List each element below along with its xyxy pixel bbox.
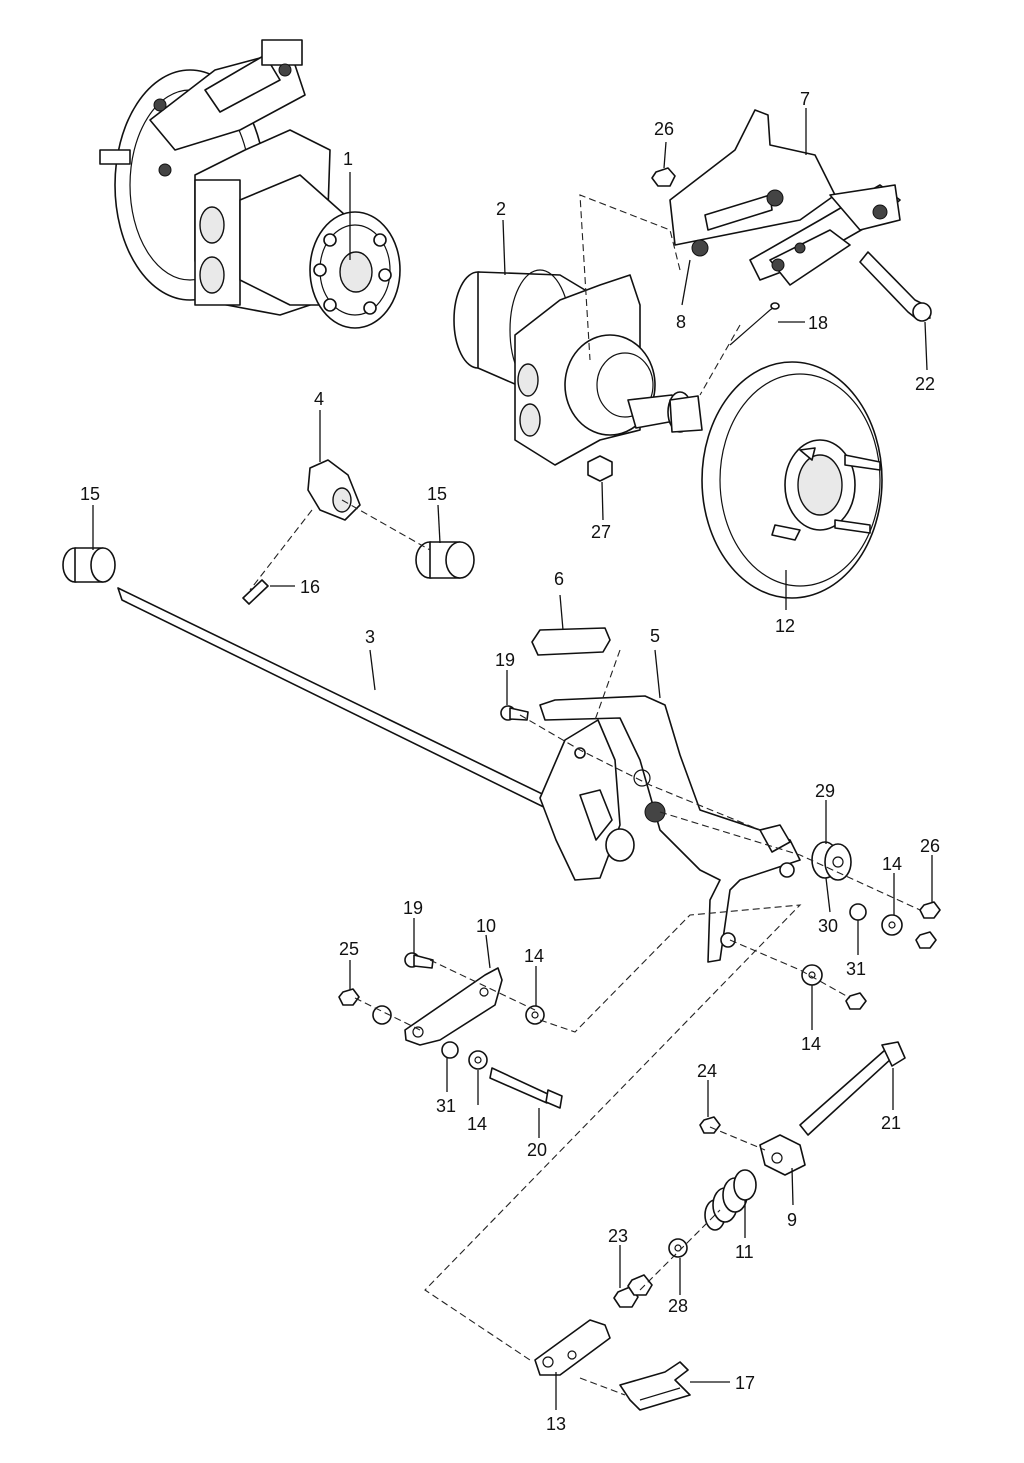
cotter-pin-18 — [729, 305, 777, 346]
callout-31-left: 31 — [436, 1096, 456, 1116]
callout-16: 16 — [300, 577, 320, 597]
callout-11: 11 — [735, 1242, 754, 1262]
assembly-lines — [249, 194, 921, 1396]
bolt-20 — [489, 1067, 563, 1109]
nut-27 — [587, 455, 613, 482]
callout-14-left: 14 — [467, 1114, 487, 1134]
callout-21: 21 — [881, 1113, 901, 1133]
callout-3: 3 — [365, 627, 375, 647]
washer-14-right-upper — [881, 914, 903, 936]
callout-17: 17 — [735, 1373, 755, 1393]
callout-31-right: 31 — [846, 959, 866, 979]
nut-26-upper — [651, 167, 676, 187]
washer-14-left — [468, 1050, 488, 1070]
callout-14-right-upper: 14 — [882, 854, 902, 874]
hydraulic-motor — [453, 269, 703, 466]
washer-28 — [668, 1238, 688, 1258]
callout-6: 6 — [554, 569, 564, 589]
clip-17 — [619, 1361, 691, 1411]
shaft-3 — [117, 587, 566, 816]
callout-20: 20 — [527, 1140, 547, 1160]
callout-28: 28 — [668, 1296, 688, 1316]
callout-14-right-lower: 14 — [801, 1034, 821, 1054]
pedal-lever-5 — [539, 695, 801, 963]
clevis-13 — [534, 1319, 611, 1376]
washer-14-mid — [525, 1005, 545, 1025]
callout-5: 5 — [650, 626, 660, 646]
callout-7: 7 — [800, 89, 810, 109]
nut-26-right — [919, 901, 941, 919]
spacer-29-30 — [811, 841, 852, 881]
callout-2: 2 — [496, 199, 506, 219]
nuts-23 — [613, 1274, 653, 1308]
rod-21 — [799, 1041, 906, 1136]
washer-25 — [372, 1005, 392, 1025]
brake-caliper — [669, 109, 901, 286]
callout-19-upper: 19 — [495, 650, 515, 670]
callout-15-right: 15 — [427, 484, 447, 504]
callout-labels: 1 2 3 4 5 6 7 8 9 10 11 12 13 14 14 14 1… — [80, 89, 940, 1434]
callout-26-upper: 26 — [654, 119, 674, 139]
callout-13: 13 — [546, 1414, 566, 1434]
link-10 — [404, 967, 503, 1046]
callout-12: 12 — [775, 616, 795, 636]
bolt-22 — [859, 251, 932, 322]
leader-lines — [92, 108, 933, 1410]
nut-25 — [338, 988, 360, 1006]
callout-22: 22 — [915, 374, 935, 394]
bracket-4 — [307, 459, 361, 521]
callout-9: 9 — [787, 1210, 797, 1230]
callout-15-left: 15 — [80, 484, 100, 504]
callout-30: 30 — [818, 916, 838, 936]
trunnion-9 — [759, 1134, 806, 1176]
motor-brake-assembly — [99, 39, 401, 329]
callout-26-right: 26 — [920, 836, 940, 856]
nut-24 — [699, 1116, 721, 1134]
washer-14-right-lower — [801, 964, 823, 986]
callout-24: 24 — [697, 1061, 717, 1081]
callout-23: 23 — [608, 1226, 628, 1246]
bolt-19-lower — [404, 952, 434, 969]
callout-29: 29 — [815, 781, 835, 801]
callout-10: 10 — [476, 916, 496, 936]
key-6 — [531, 627, 611, 656]
callout-19-lower: 19 — [403, 898, 423, 918]
callout-4: 4 — [314, 389, 324, 409]
ring-31-right — [849, 903, 867, 921]
callout-18: 18 — [808, 313, 828, 333]
callout-25: 25 — [339, 939, 359, 959]
brake-disc — [701, 361, 883, 599]
callout-8: 8 — [676, 312, 686, 332]
bushing-15-left — [62, 547, 116, 583]
ring-31-left — [441, 1041, 459, 1059]
bushing-15-right — [415, 541, 475, 579]
pin-16 — [242, 579, 269, 605]
spring-11 — [704, 1169, 757, 1231]
callout-27: 27 — [591, 522, 611, 542]
callout-14-mid: 14 — [524, 946, 544, 966]
callout-1: 1 — [343, 149, 353, 169]
